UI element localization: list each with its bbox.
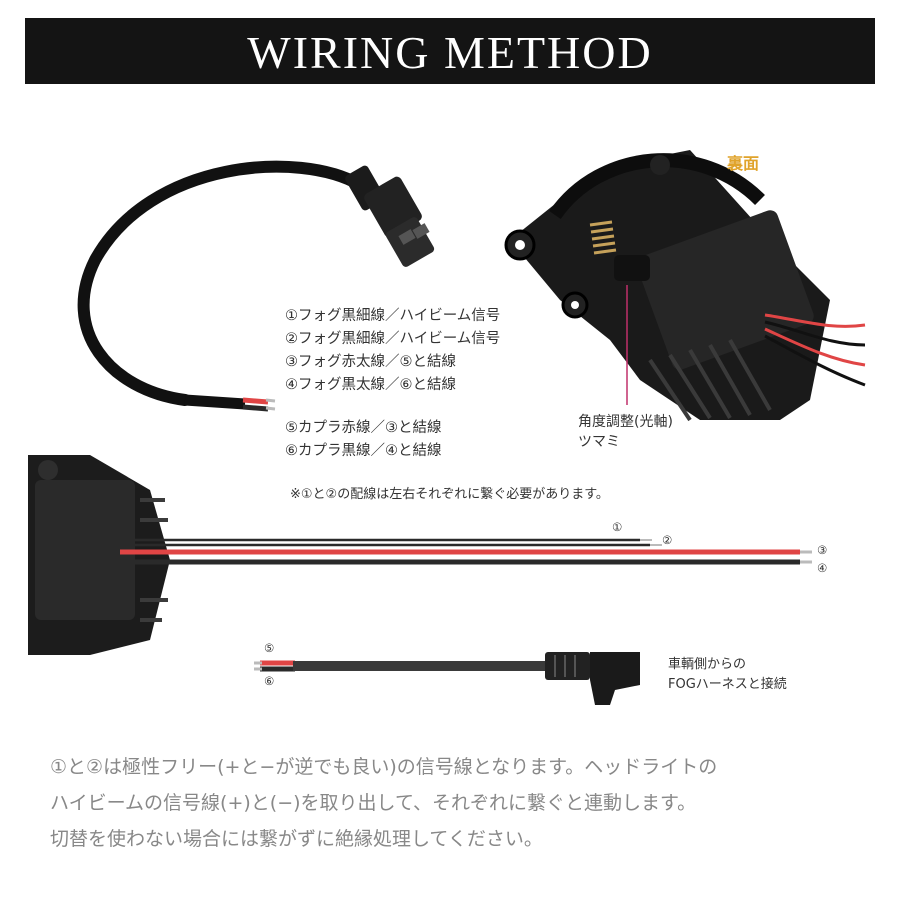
wire-number-5: ⑤ <box>264 641 275 655</box>
title-banner: WIRING METHOD <box>25 18 875 84</box>
lamp-wires <box>120 538 812 565</box>
knob-label-line1: 角度調整(光軸) <box>578 414 673 430</box>
lamp-back-photo <box>504 150 866 422</box>
legend-item-5: ⑤カプラ赤線／③と結線 <box>285 420 442 436</box>
legend-item-1: ①フォグ黒細線／ハイビーム信号 <box>285 308 501 324</box>
knob-label: 角度調整(光軸) ツマミ <box>578 412 673 452</box>
vehicle-connection-line2: FOGハーネスと接続 <box>668 677 787 692</box>
page-title: WIRING METHOD <box>247 27 653 78</box>
description-line-2: ハイビームの信号線(+)と(−)を取り出して、それぞれに繋ぐと連動します。 <box>50 792 697 814</box>
wire-number-3: ③ <box>817 543 828 557</box>
wire-number-6: ⑥ <box>264 674 275 688</box>
wire-number-4: ④ <box>817 561 828 575</box>
legend-item-4: ④フォグ黒太線／⑥と結線 <box>285 377 456 393</box>
vehicle-connection-line1: 車輌側からの <box>668 657 747 672</box>
lamp-side-photo <box>28 455 170 655</box>
wiring-note: ※①と②の配線は左右それぞれに繋ぐ必要があります。 <box>290 487 609 502</box>
description-line-1: ①と②は極性フリー(+と−が逆でも良い)の信号線となります。ヘッドライトの <box>50 756 718 778</box>
knob-label-line2: ツマミ <box>578 434 620 450</box>
vehicle-connection-label: 車輌側からの FOGハーネスと接続 <box>668 655 787 695</box>
wire-number-2: ② <box>662 533 673 547</box>
description-line-3: 切替を使わない場合には繋がずに絶縁処理してください。 <box>50 828 543 850</box>
legend-item-3: ③フォグ赤太線／⑤と結線 <box>285 354 456 370</box>
wire-number-1: ① <box>612 520 623 534</box>
coupler-harness <box>254 652 640 705</box>
legend-item-6: ⑥カプラ黒線／④と結線 <box>285 443 442 459</box>
back-side-label: 裏面 <box>727 154 760 173</box>
legend-item-2: ②フォグ黒細線／ハイビーム信号 <box>285 331 501 347</box>
coupler-cable <box>77 160 435 412</box>
